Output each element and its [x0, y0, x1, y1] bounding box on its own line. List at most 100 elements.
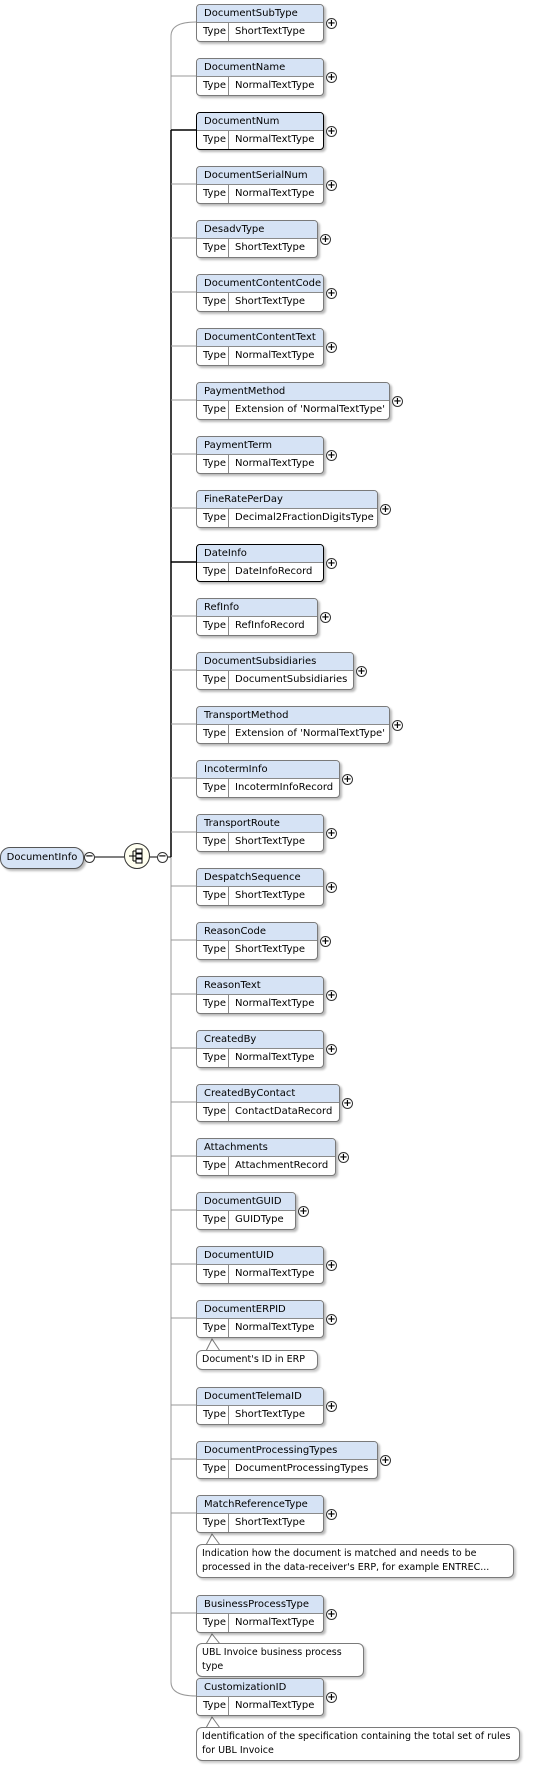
- expand-plus-icon[interactable]: +: [326, 828, 337, 839]
- element-name: DocumentProcessingTypes: [197, 1442, 377, 1460]
- collapse-sequence-icon[interactable]: −: [157, 851, 168, 863]
- expand-plus-icon[interactable]: +: [298, 1206, 309, 1217]
- expand-plus-icon[interactable]: +: [326, 1260, 337, 1271]
- type-key-label: Type: [197, 131, 229, 149]
- element-name: DocumentContentCode: [197, 275, 323, 293]
- element-name: TransportMethod: [197, 707, 389, 725]
- type-key-label: Type: [197, 1514, 229, 1532]
- root-element-label: DocumentInfo: [6, 852, 78, 863]
- root-element-documentinfo[interactable]: DocumentInfo: [0, 847, 84, 869]
- sequence-compositor-icon: [124, 843, 150, 869]
- expand-plus-icon[interactable]: +: [326, 1509, 337, 1520]
- expand-plus-icon[interactable]: +: [342, 1098, 353, 1109]
- expand-plus-icon[interactable]: +: [326, 1692, 337, 1703]
- expand-plus-icon[interactable]: +: [326, 180, 337, 191]
- type-value: Decimal2FractionDigitsType: [235, 512, 374, 523]
- type-key-label: Type: [197, 1614, 229, 1632]
- expand-plus-icon[interactable]: +: [326, 990, 337, 1001]
- expand-plus-icon[interactable]: +: [326, 72, 337, 83]
- expand-plus-icon[interactable]: +: [326, 1609, 337, 1620]
- expand-plus-icon[interactable]: +: [326, 1401, 337, 1412]
- type-key-label: Type: [197, 833, 229, 851]
- expand-plus-icon[interactable]: +: [338, 1152, 349, 1163]
- annotation-note: Indication how the document is matched a…: [196, 1544, 514, 1578]
- expand-plus-icon[interactable]: +: [326, 558, 337, 569]
- collapse-root-icon[interactable]: −: [84, 851, 95, 863]
- expand-plus-icon[interactable]: +: [392, 396, 403, 407]
- element-name: DocumentSerialNum: [197, 167, 323, 185]
- expand-plus-icon[interactable]: +: [320, 612, 331, 623]
- expand-plus-icon[interactable]: +: [342, 774, 353, 785]
- expand-plus-icon[interactable]: +: [326, 126, 337, 137]
- type-key-label: Type: [197, 239, 229, 257]
- expand-plus-icon[interactable]: +: [326, 288, 337, 299]
- type-key-label: Type: [197, 509, 229, 527]
- expand-plus-icon[interactable]: +: [356, 666, 367, 677]
- expand-plus-icon[interactable]: +: [326, 882, 337, 893]
- type-key-label: Type: [197, 77, 229, 95]
- expand-plus-icon[interactable]: +: [380, 504, 391, 515]
- expand-plus-icon[interactable]: +: [326, 450, 337, 461]
- expand-plus-icon[interactable]: +: [326, 18, 337, 29]
- expand-plus-icon[interactable]: +: [326, 1044, 337, 1055]
- expand-plus-icon[interactable]: +: [326, 1314, 337, 1325]
- type-value: DocumentProcessingTypes: [235, 1463, 369, 1474]
- type-value: ShortTextType: [235, 944, 306, 955]
- type-value: ContactDataRecord: [235, 1106, 333, 1117]
- expand-plus-icon[interactable]: +: [320, 936, 331, 947]
- expand-plus-icon[interactable]: +: [380, 1455, 391, 1466]
- type-value: AttachmentRecord: [235, 1160, 329, 1171]
- element-name: DesadvType: [197, 221, 317, 239]
- type-key-label: Type: [197, 941, 229, 959]
- element-name: DocumentGUID: [197, 1193, 295, 1211]
- expand-plus-icon[interactable]: +: [326, 342, 337, 353]
- type-key-label: Type: [197, 1157, 229, 1175]
- expand-plus-icon[interactable]: +: [320, 234, 331, 245]
- type-value: ShortTextType: [235, 1409, 306, 1420]
- type-key-label: Type: [197, 1049, 229, 1067]
- element-type-row: Type ContactDataRecord: [197, 1103, 339, 1121]
- element-name: DocumentTelemaID: [197, 1388, 323, 1406]
- expand-plus-icon[interactable]: +: [392, 720, 403, 731]
- type-value: GUIDType: [235, 1214, 284, 1225]
- type-key-label: Type: [197, 1103, 229, 1121]
